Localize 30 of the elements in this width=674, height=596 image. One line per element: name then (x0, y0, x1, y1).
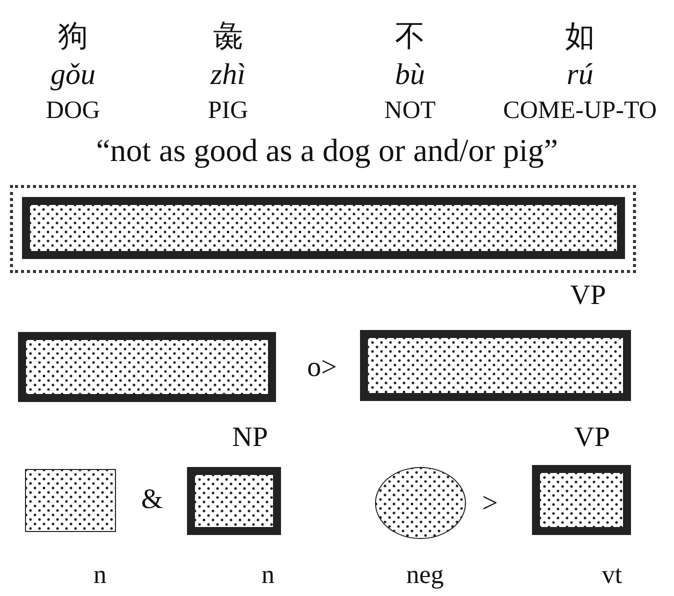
box-shape (187, 467, 281, 535)
bar-shape (18, 332, 276, 402)
bar-shape (360, 330, 631, 401)
box-shape (25, 469, 116, 532)
gloss-text: COME-UP-TO (503, 98, 657, 123)
operator-symbol: o> (307, 354, 337, 382)
chinese-character: 彘 (213, 22, 243, 52)
box-shape (532, 465, 631, 535)
bar-shape (22, 197, 625, 259)
gloss-text: NOT (384, 98, 436, 123)
category-label: n (94, 562, 106, 588)
category-label: VP (574, 424, 610, 452)
chinese-character: 如 (565, 22, 595, 52)
pinyin-text: rú (566, 60, 594, 90)
operator-symbol: > (482, 490, 498, 518)
category-label: neg (406, 562, 444, 588)
category-label: vt (602, 562, 622, 588)
category-label: NP (232, 424, 268, 452)
translation-text: “not as good as a dog or and/or pig” (96, 134, 558, 166)
gloss-text: DOG (46, 98, 100, 123)
gloss-text: PIG (208, 98, 248, 123)
category-label: VP (570, 282, 606, 310)
chinese-character: 不 (395, 22, 425, 52)
dotted-frame (10, 185, 636, 273)
pinyin-text: bù (395, 60, 425, 90)
pinyin-text: gǒu (50, 60, 96, 90)
pinyin-text: zhì (210, 60, 246, 90)
operator-symbol: & (141, 486, 163, 514)
chinese-character: 狗 (58, 22, 88, 52)
category-label: n (262, 562, 274, 588)
